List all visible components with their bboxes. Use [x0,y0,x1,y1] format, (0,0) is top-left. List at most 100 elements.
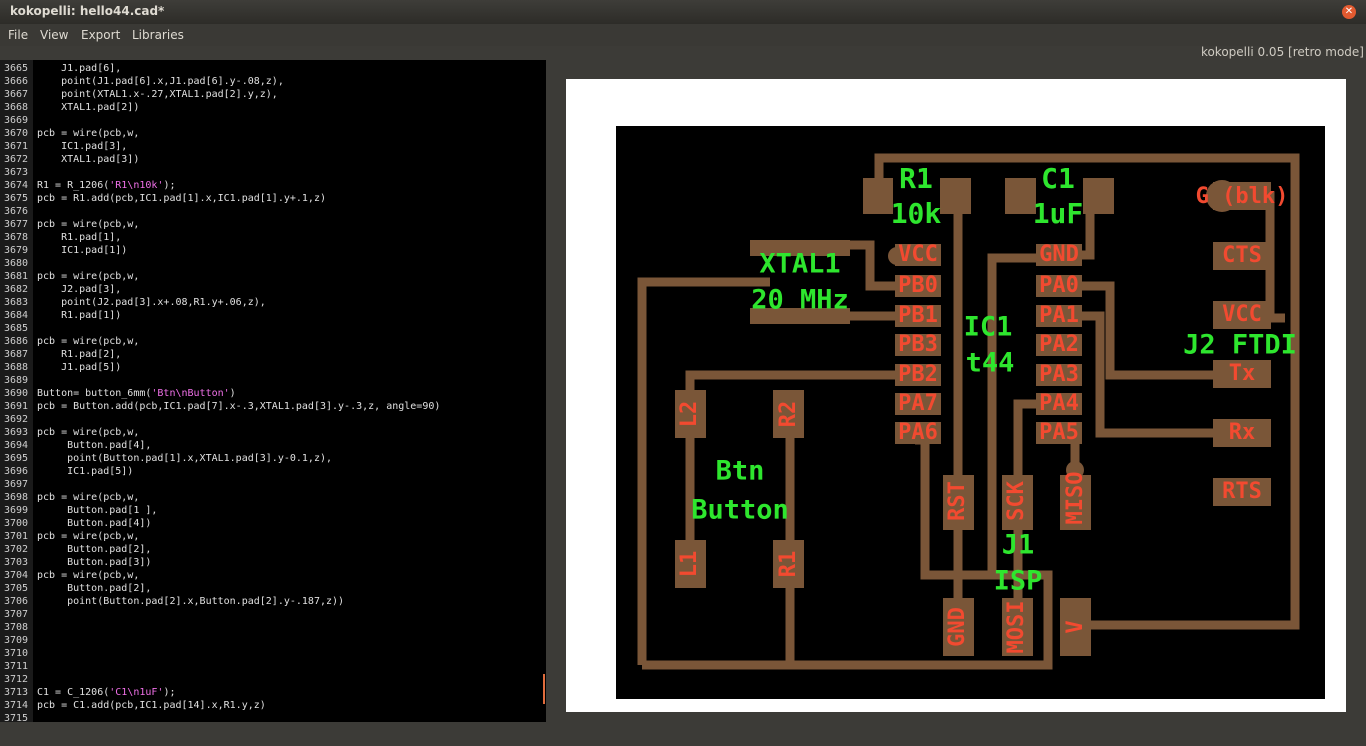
code-line[interactable]: 3702 Button.pad[2], [0,543,546,556]
line-number: 3691 [4,401,29,412]
line-number: 3702 [4,544,29,555]
code-line[interactable]: 3689 [0,374,546,387]
code-line[interactable]: 3665 J1.pad[6], [0,62,546,75]
line-number: 3686 [4,336,29,347]
code-line[interactable]: 3667 point(XTAL1.x-.27,XTAL1.pad[2].y,z)… [0,88,546,101]
line-number: 3705 [4,583,29,594]
ic-pad-label: PA3 [1039,362,1079,387]
line-number: 3682 [4,284,29,295]
pcb-pad [1036,275,1082,297]
code-text: Button.pad[1 ], [37,504,157,517]
code-text: pcb = wire(pcb,w, [37,426,139,439]
code-line[interactable]: 3687 R1.pad[2], [0,348,546,361]
menu-view[interactable]: View [40,28,69,42]
code-line[interactable]: 3673 [0,166,546,179]
code-line[interactable]: 3710 [0,647,546,660]
code-text: IC1.pad[5]) [37,465,133,478]
code-line[interactable]: 3684 R1.pad[1]) [0,309,546,322]
code-line[interactable]: 3685 [0,322,546,335]
code-line[interactable]: 3671 IC1.pad[3], [0,140,546,153]
code-line[interactable]: 3691 pcb = Button.add(pcb,IC1.pad[7].x-.3… [0,400,546,413]
scroll-marker[interactable] [543,674,545,704]
code-segment: Button.pad[3]) [37,557,152,568]
code-line[interactable]: 3711 [0,660,546,673]
ic-pad-label: PB3 [898,332,938,357]
code-segment: R1.pad[2], [37,349,122,360]
trace [1080,311,1215,438]
btn-label: Btn [716,456,765,487]
line-number: 3669 [4,115,29,126]
ftdi-pad-label: G (blk) [1196,184,1289,209]
close-window-button[interactable]: ✕ [1342,5,1356,19]
code-line[interactable]: 3680 [0,257,546,270]
pcb-pad [940,178,971,214]
code-segment: ) [229,388,236,399]
code-line[interactable]: 3697 [0,478,546,491]
code-text: pcb = Button.add(pcb,IC1.pad[7].x-.3,XTA… [37,400,440,413]
code-line[interactable]: 3669 [0,114,546,127]
pcb-pad [1002,475,1033,530]
code-line[interactable]: 3679 IC1.pad[1]) [0,244,546,257]
code-line[interactable]: 3706 point(Button.pad[2].x,Button.pad[2]… [0,595,546,608]
code-line[interactable]: 3666 point(J1.pad[6].x,J1.pad[6].y-.08,z… [0,75,546,88]
code-text: Button.pad[2], [37,543,151,556]
code-line[interactable]: 3694 Button.pad[4], [0,439,546,452]
code-line[interactable]: 3703 Button.pad[3]) [0,556,546,569]
pcb-pad [1083,178,1114,214]
c1-label: C1 [1041,162,1075,195]
code-segment: XTAL1.pad[2]) [37,102,140,113]
pcb-pad [1002,598,1033,656]
pcb-pad [1060,598,1091,656]
code-segment: Button.pad[4]) [37,518,152,529]
code-segment: point(Button.pad[2].x,Button.pad[2].y-.1… [37,596,345,607]
code-line[interactable]: 3688 J1.pad[5]) [0,361,546,374]
code-text: point(J2.pad[3].x+.08,R1.y+.06,z), [37,296,266,309]
menu-export[interactable]: Export [81,28,121,42]
code-line[interactable]: 3705 Button.pad[2], [0,582,546,595]
code-line[interactable]: 3696 IC1.pad[5]) [0,465,546,478]
code-line[interactable]: 3695 point(Button.pad[1].x,XTAL1.pad[3].… [0,452,546,465]
code-line[interactable]: 3712 [0,673,546,686]
pcb-pad [1213,242,1271,270]
code-line[interactable]: 3709 [0,634,546,647]
code-segment: pcb = wire(pcb,w, [37,219,140,230]
menu-file[interactable]: File [8,28,29,42]
j2-ftdi-label: J2 FTDI [1183,330,1297,361]
menu-libraries[interactable]: Libraries [132,28,184,42]
code-line[interactable]: 3715 [0,712,546,722]
code-line[interactable]: 3678 R1.pad[1], [0,231,546,244]
ic1-label: IC1 [964,312,1013,343]
code-line[interactable]: 3692 [0,413,546,426]
code-line[interactable]: 3699 Button.pad[1 ], [0,504,546,517]
code-line[interactable]: 3700 Button.pad[4]) [0,517,546,530]
code-segment: R1.pad[1]) [37,310,122,321]
code-line[interactable]: 3683 point(J2.pad[3].x+.08,R1.y+.06,z), [0,296,546,309]
close-icon[interactable]: ✕ [1344,6,1354,17]
code-line[interactable]: 3707 [0,608,546,621]
code-line[interactable]: 3672 XTAL1.pad[3]) [0,153,546,166]
code-text: J1.pad[5]) [37,361,121,374]
code-segment: IC1.pad[3], [37,141,128,152]
string-literal: 'Btn\nButton' [151,388,230,399]
code-line[interactable]: 3682 J2.pad[3], [0,283,546,296]
code-line[interactable]: 3708 [0,621,546,634]
code-line[interactable]: 3668 XTAL1.pad[2]) [0,101,546,114]
line-number: 3689 [4,375,29,386]
code-line[interactable]: 3676 [0,205,546,218]
code-text: Button= button_6mm('Btn\nButton') [37,387,236,400]
code-editor[interactable]: 3665 J1.pad[6],3666 point(J1.pad[6].x,J1… [0,60,546,722]
line-number: 3709 [4,635,29,646]
